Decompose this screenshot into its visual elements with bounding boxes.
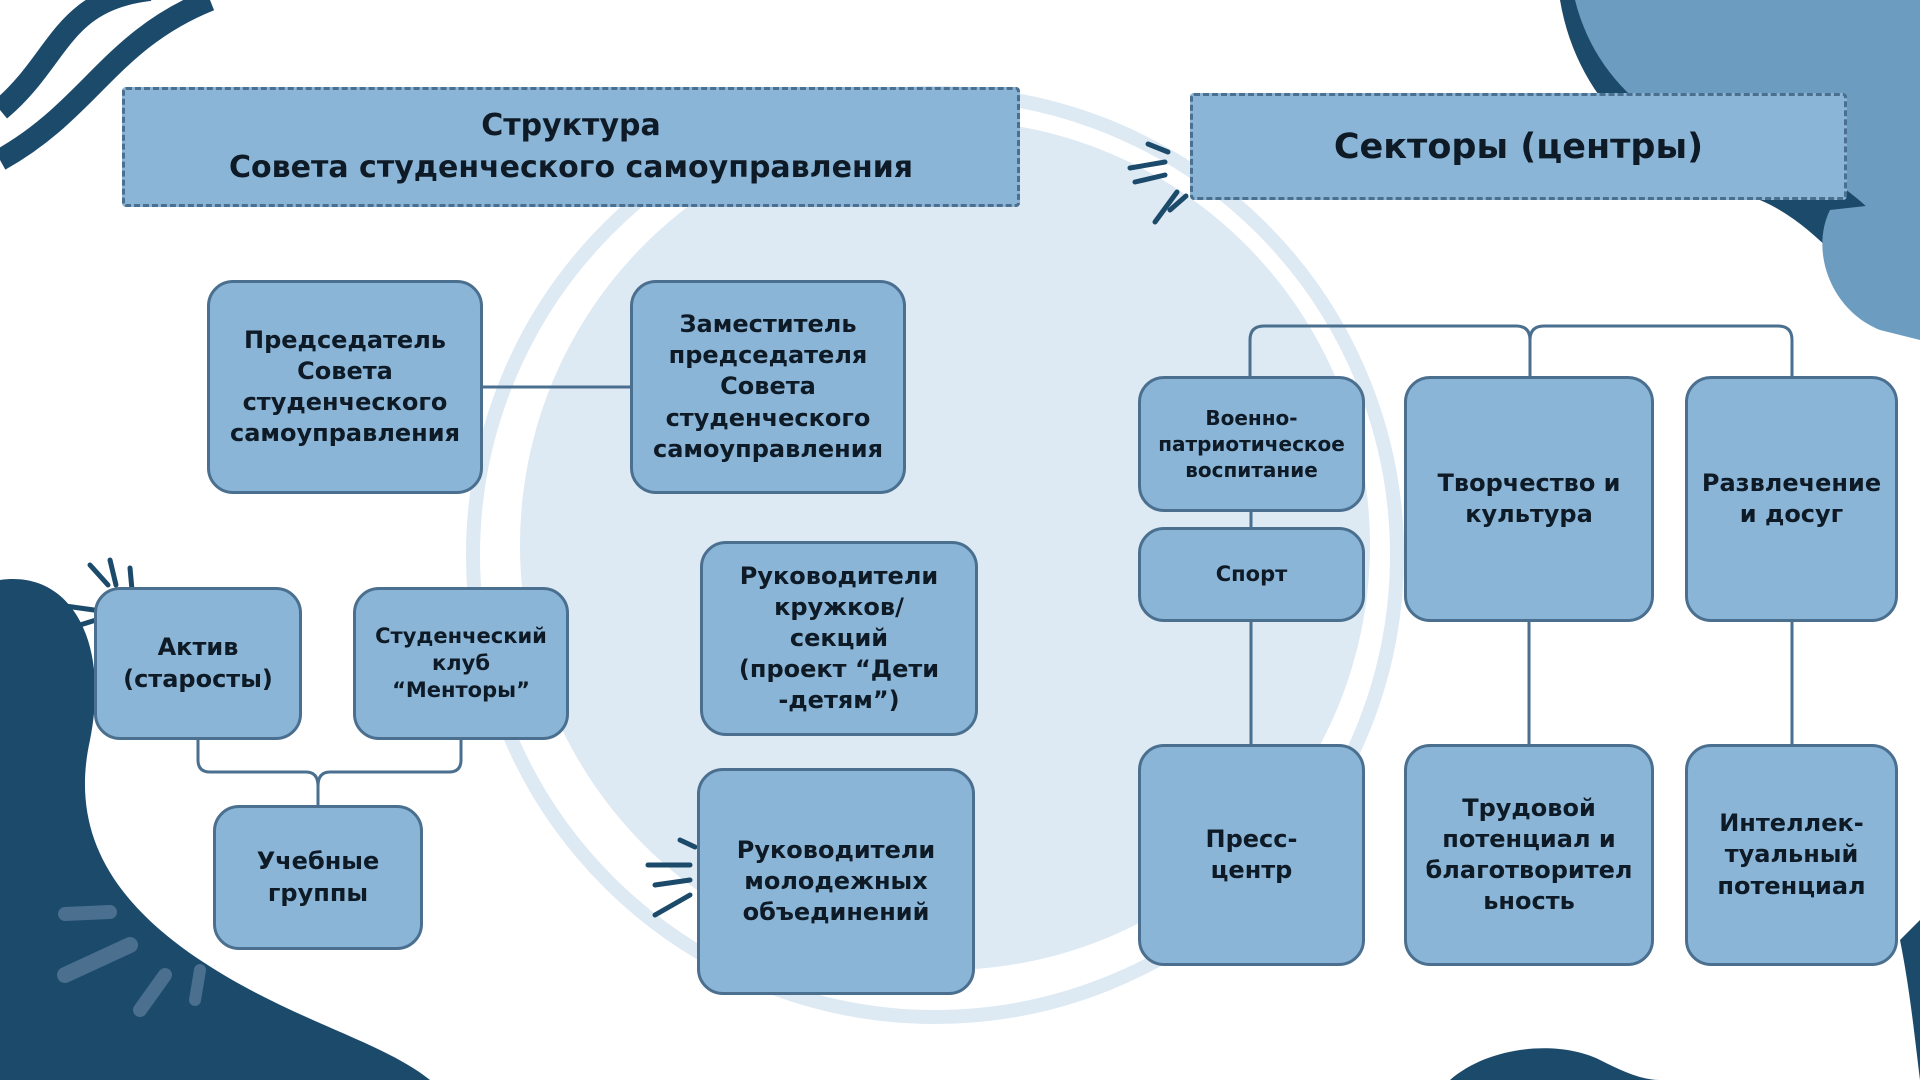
structure-header: Структура Совета студенческого самоуправ… [122,87,1020,207]
node-press: Пресс- центр [1138,744,1365,966]
wave-lines-top-left [0,0,152,119]
accent-ticks [55,141,1189,918]
sectors-header: Секторы (центры) [1190,93,1847,200]
node-activ: Актив (старосты) [94,587,302,740]
node-mentors-club: Студенческий клуб “Менторы” [353,587,569,740]
structure-header-line1: Структура [481,108,661,143]
structure-header-line2: Совета студенческого самоуправления [229,150,913,185]
node-entertainment: Развлечение и досуг [1685,376,1898,622]
node-labor: Трудовой потенциал и благотворител ьност… [1404,744,1654,966]
connector-mentors-study-groups [316,740,463,787]
node-intellect: Интеллек- туальный потенциал [1685,744,1898,966]
node-deputy: Заместитель председателя Совета студенче… [630,280,906,494]
sectors-header-title: Секторы (центры) [1333,126,1704,167]
connector-activ-study-groups [196,740,320,805]
node-circle-leaders: Руководители кружков/ секций (проект “Де… [700,541,978,736]
blob-bottom-right [1450,1048,1660,1080]
node-creativity: Творчество и культура [1404,376,1654,622]
node-chairman: Председатель Совета студенческого самоуп… [207,280,483,494]
node-military: Военно- патриотическое воспитание [1138,376,1365,512]
node-study-groups: Учебные группы [213,805,423,950]
node-sport: Спорт [1138,527,1365,622]
decorative-dashes [57,905,206,1017]
connector-sectors-bracket [1248,324,1532,376]
node-youth-leaders: Руководители молодежных объединений [697,768,975,995]
